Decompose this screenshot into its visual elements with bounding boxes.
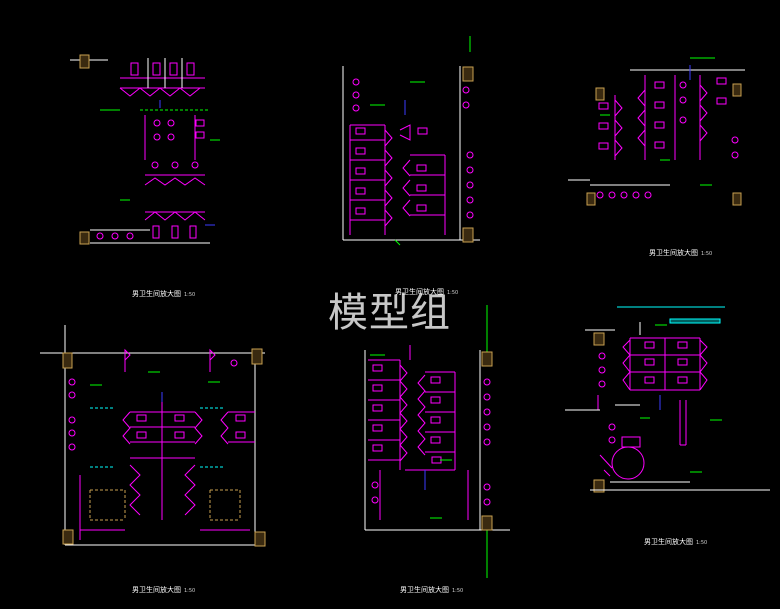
drawing-title-1-text: 男卫生间放大图 xyxy=(132,290,181,298)
drawing-scale-5: 1:50 xyxy=(452,588,464,594)
drawing-title-4-text: 男卫生间放大图 xyxy=(132,586,181,594)
plan-4 xyxy=(40,325,266,547)
drawing-title-3-text: 男卫生间放大图 xyxy=(649,249,698,257)
drawing-scale-4: 1:50 xyxy=(184,588,196,594)
drawing-scale-6: 1:50 xyxy=(696,540,708,546)
plan-6 xyxy=(565,306,770,493)
plan-2 xyxy=(342,36,480,246)
drawing-scale-2: 1:50 xyxy=(447,290,459,296)
plan-5 xyxy=(364,305,510,578)
plan-3 xyxy=(568,57,745,206)
plan-1 xyxy=(70,54,220,245)
drawing-title-6-text: 男卫生间放大图 xyxy=(644,538,693,546)
drawing-title-5-text: 男卫生间放大图 xyxy=(400,586,449,594)
watermark: 模型组 xyxy=(328,290,451,336)
drawing-title-2-text: 男卫生间放大图 xyxy=(395,288,444,296)
drawing-scale-3: 1:50 xyxy=(701,251,713,257)
drawing-scale-1: 1:50 xyxy=(184,292,196,298)
